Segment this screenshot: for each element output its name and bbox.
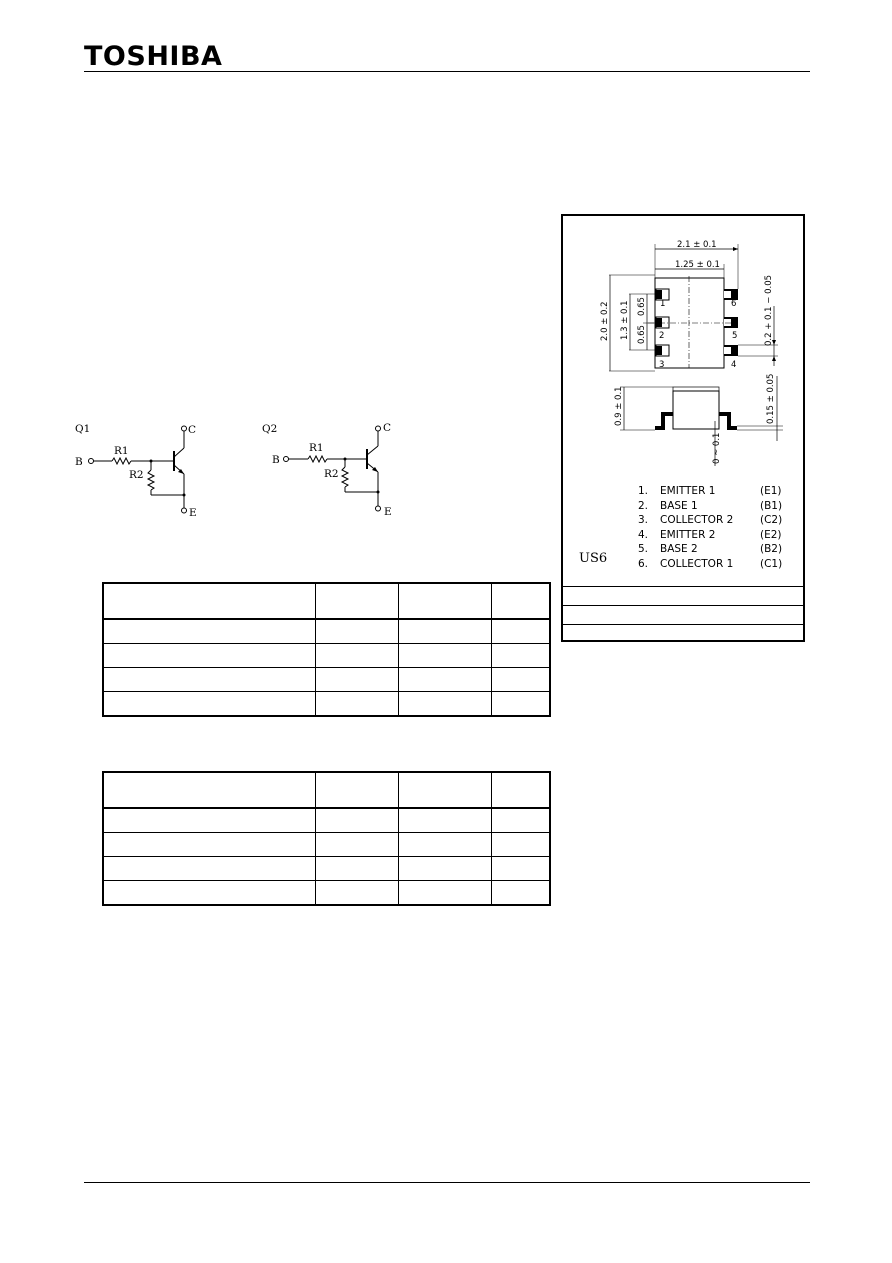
equivalent-circuit-q2: Q2 B R1 R2 C E xyxy=(262,422,392,518)
pin-assignment-list: 1.EMITTER 1(E1) 2.BASE 1(B1) 3.COLLECTOR… xyxy=(638,484,782,571)
circuit-q2-r1-label: R1 xyxy=(309,442,324,454)
dim-thickness: 0.9 ± 0.1 xyxy=(614,386,624,426)
circuit-q1-collector-label: C xyxy=(188,424,196,436)
equivalent-circuit-q1: Q1 B R1 R2 C E xyxy=(75,423,197,519)
pin-number-4: 4 xyxy=(731,360,736,370)
table-row xyxy=(102,856,551,881)
circuit-q1-base-label: B xyxy=(75,456,83,468)
pin-number-6: 6 xyxy=(731,299,736,309)
table-row xyxy=(102,691,551,717)
dim-lead-thickness: 0.15 ± 0.05 xyxy=(766,374,776,424)
pin-row: 2.BASE 1(B1) xyxy=(638,499,783,512)
package-name: US6 xyxy=(579,551,608,566)
circuit-q2-r2-label: R2 xyxy=(324,468,339,480)
pin-number-1: 1 xyxy=(660,299,665,309)
dim-width-total: 2.1 ± 0.1 xyxy=(677,240,717,250)
circuit-q1-r1-label: R1 xyxy=(114,445,129,457)
circuit-q2-base-label: B xyxy=(272,454,280,466)
package-drawing: 1 2 3 4 5 6 2.1 ± 0.1 1.25 ± 0.1 2.0 ± 0… xyxy=(600,240,783,466)
footer-rule xyxy=(84,1182,810,1183)
header-rule xyxy=(84,71,810,72)
dim-lead-width: 0.2 + 0.1 − 0.05 xyxy=(764,275,774,346)
toshiba-logo: TOSHIBA xyxy=(84,41,223,72)
table-header-row xyxy=(102,771,551,809)
circuit-q1-r2-label: R2 xyxy=(129,469,144,481)
package-outline-box: 1 2 3 4 5 6 2.1 ± 0.1 1.25 ± 0.1 2.0 ± 0… xyxy=(561,214,805,642)
dim-width-body: 1.25 ± 0.1 xyxy=(675,260,720,270)
circuit-q1-label: Q1 xyxy=(75,423,90,435)
pin-row: 1.EMITTER 1(E1) xyxy=(638,485,782,497)
table-row xyxy=(102,832,551,857)
circuit-q2-emitter-label: E xyxy=(384,506,392,518)
circuit-q2-label: Q2 xyxy=(262,423,277,435)
pin-number-2: 2 xyxy=(659,331,664,341)
dim-standoff: 0 ~ 0.1 xyxy=(712,433,722,464)
pin-row: 4.EMITTER 2(E2) xyxy=(638,528,782,541)
table-row xyxy=(102,618,551,644)
table-row xyxy=(102,807,551,833)
ratings-table-2 xyxy=(102,771,551,906)
pin-row: 3.COLLECTOR 2(C2) xyxy=(638,514,783,526)
circuit-q2-collector-label: C xyxy=(383,422,391,434)
pin-number-3: 3 xyxy=(659,360,664,370)
ratings-table-1 xyxy=(102,582,551,717)
package-info-row xyxy=(563,624,803,625)
pin-row: 6.COLLECTOR 1(C1) xyxy=(638,557,783,570)
dim-height-total: 2.0 ± 0.2 xyxy=(600,301,610,341)
table-header-row xyxy=(102,582,551,620)
package-info-row xyxy=(563,586,803,587)
dim-pin-span: 1.3 ± 0.1 xyxy=(620,300,630,340)
table-row xyxy=(102,880,551,906)
table-row xyxy=(102,667,551,692)
package-info-row xyxy=(563,605,803,606)
table-row xyxy=(102,643,551,668)
pin-number-5: 5 xyxy=(732,331,737,341)
pin-row: 5.BASE 2(B2) xyxy=(638,543,783,555)
dim-pitch-b: 0.65 xyxy=(637,325,647,344)
circuit-q1-emitter-label: E xyxy=(189,507,197,519)
dim-pitch-a: 0.65 xyxy=(637,297,647,316)
